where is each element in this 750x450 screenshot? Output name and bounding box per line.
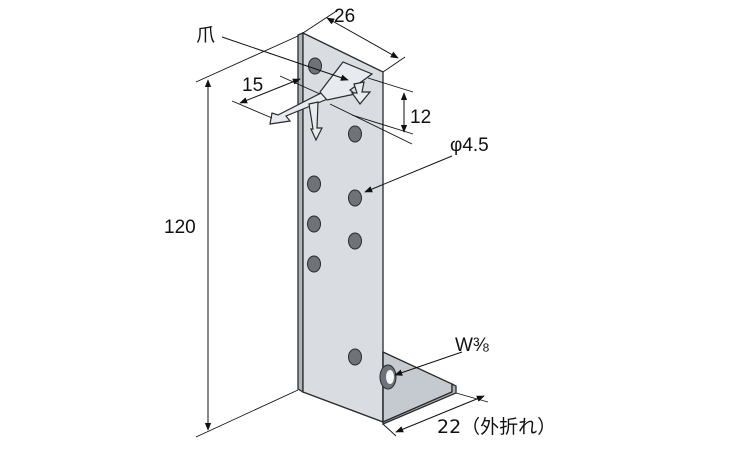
claw-left-tooth (308, 101, 323, 142)
dim-top-width-label: 26 (334, 6, 355, 27)
hole (348, 125, 362, 143)
hole (348, 348, 362, 366)
dimension-22: 22（外折れ） (382, 392, 556, 438)
hole (348, 189, 362, 207)
claw-right-tooth (350, 81, 372, 105)
hole-diameter-label: φ4.5 (450, 135, 489, 156)
dim-flange-label: 22（外折れ） (437, 416, 556, 438)
claw-callout: 爪 (196, 24, 349, 81)
hole (307, 215, 321, 233)
bottom-flange (382, 350, 453, 423)
claw-right (319, 61, 374, 101)
bolt-size-label: W⅜ (455, 335, 489, 356)
plate-edge (297, 32, 304, 394)
claw-label: 爪 (196, 24, 215, 46)
claws (269, 61, 374, 142)
hole (308, 57, 322, 75)
hole (307, 175, 321, 193)
bolt-callout: W⅜ (394, 335, 489, 376)
dim-claw-gap-label: 12 (410, 107, 431, 128)
bolt-hole-inner (386, 370, 394, 384)
hole (348, 232, 362, 250)
hole-callout: φ4.5 (364, 135, 489, 193)
dim-claw-length-label: 15 (242, 75, 263, 96)
dim-height-label: 120 (164, 217, 196, 238)
dimension-26: 26 (302, 6, 406, 73)
dimension-15: 15 (231, 75, 321, 119)
dimension-12: 12 (329, 77, 431, 145)
hole (307, 255, 321, 273)
claw-left (269, 91, 332, 125)
dimension-120: 120 (164, 35, 299, 438)
